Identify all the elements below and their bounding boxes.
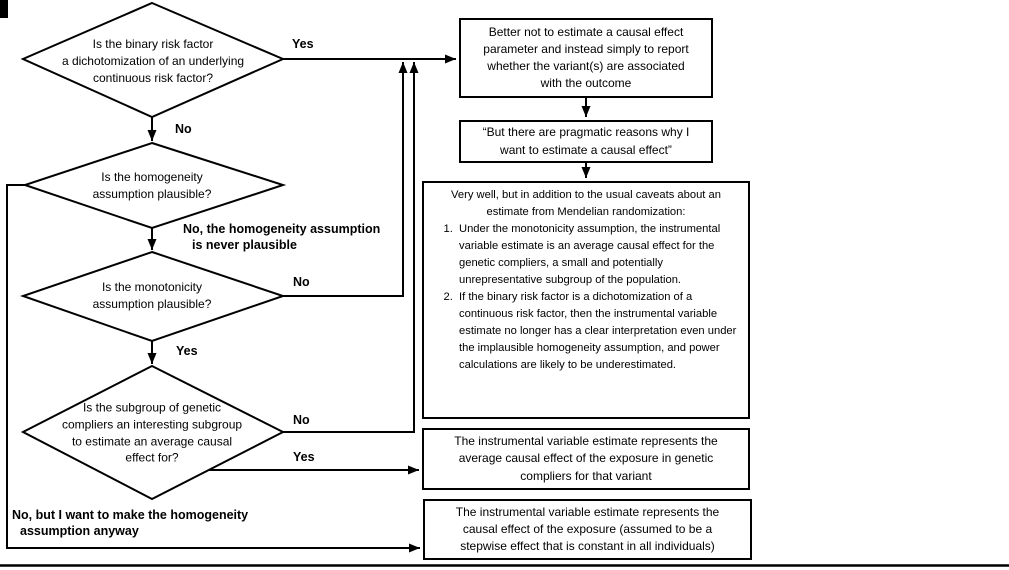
box-caveats: Very well, but in addition to the usual … [422, 181, 750, 419]
diamond-monotonicity-text: Is the monotonicity assumption plausible… [92, 280, 212, 311]
label-yes-dichotomization: Yes [292, 37, 314, 51]
box-compliers-estimate: The instrumental variable estimate repre… [422, 428, 750, 490]
diamond-subgroup-text: Is the subgroup of genetic compliers an … [61, 400, 243, 465]
diamond-homogeneity-text: Is the homogeneity assumption plausible? [92, 170, 212, 201]
label-no-subgroup: No [293, 413, 310, 427]
label-no-dichotomization: No [175, 122, 192, 136]
label-no-homogeneity: No, the homogeneity assumption is never … [183, 222, 381, 252]
arrow-no-subgroup-up [283, 62, 419, 433]
label-yes-subgroup: Yes [293, 450, 315, 464]
box-stepwise-estimate: The instrumental variable estimate repre… [423, 499, 752, 560]
box-pragmatic-reasons: “But there are pragmatic reasons why I w… [459, 120, 713, 163]
caveats-list: Under the monotonicity assumption, the i… [430, 221, 742, 374]
diamond-subgroup [20, 364, 286, 501]
arrow-no-but-to-stepwise-box [6, 184, 420, 553]
label-no-but-homogeneity: No, but I want to make the homogeneity a… [12, 508, 249, 538]
arrow-no-monotonicity-up [283, 62, 408, 297]
caveats-item-monotonicity: Under the monotonicity assumption, the i… [456, 221, 742, 289]
box-report-association: Better not to estimate a causal effect p… [459, 18, 713, 98]
diamond-dichotomization-text: Is the binary risk factor a dichotomizat… [61, 36, 245, 85]
label-yes-monotonicity: Yes [176, 344, 198, 358]
caveats-item-dichotomization: If the binary risk factor is a dichotomi… [456, 289, 742, 374]
corner-artifact [0, 0, 8, 18]
label-no-monotonicity: No [293, 275, 310, 289]
caveats-intro: Very well, but in addition to the usual … [451, 189, 721, 219]
